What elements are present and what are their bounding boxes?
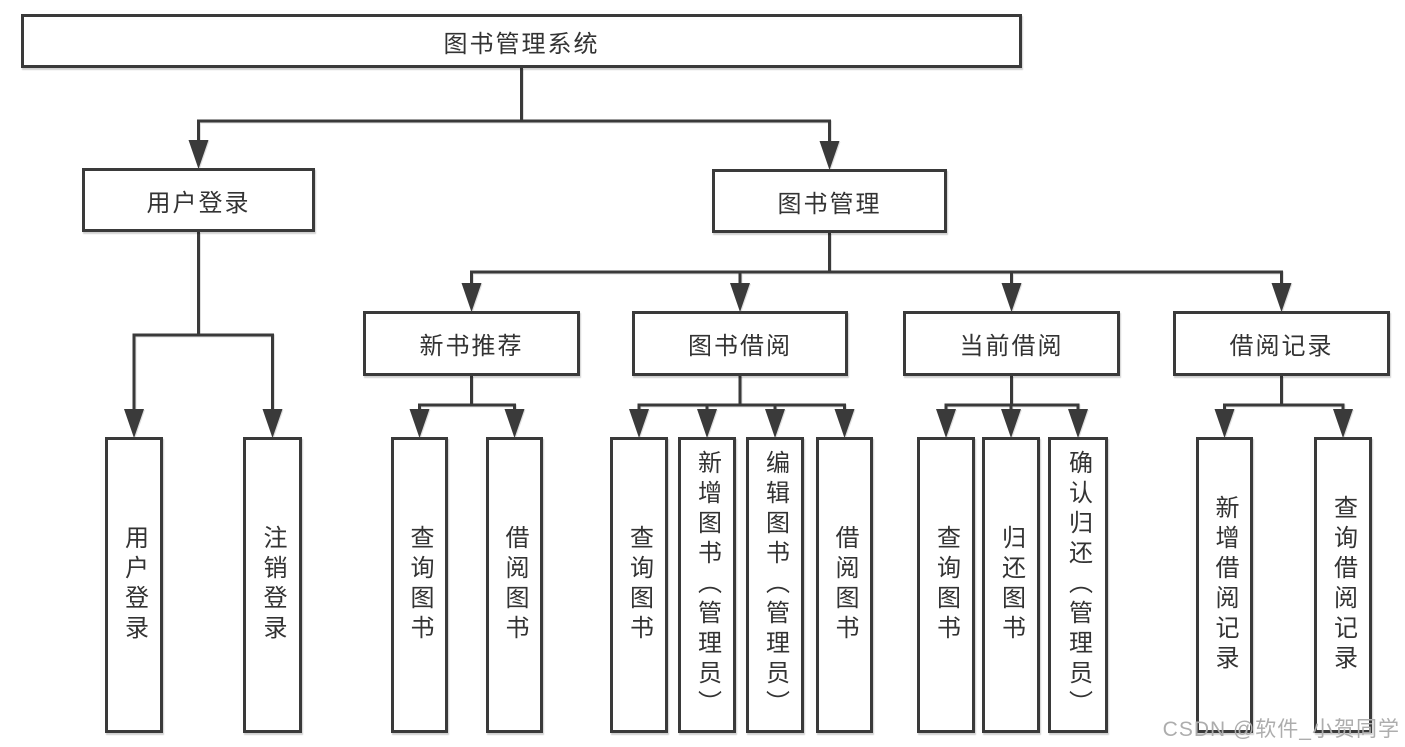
node-book-mgmt: 图书管理 xyxy=(712,169,947,233)
connector-edge xyxy=(1223,376,1283,413)
node-label: 借阅图书 xyxy=(831,525,858,645)
node-leaf-br-query: 查询借阅记录 xyxy=(1314,437,1372,733)
arrowhead-icon xyxy=(1333,409,1353,438)
arrowhead-icon xyxy=(1068,409,1088,438)
arrowhead-icon xyxy=(124,409,144,438)
node-leaf-cb-query: 查询图书 xyxy=(917,437,975,733)
arrowhead-icon xyxy=(834,409,855,438)
connector-edge xyxy=(1010,376,1080,413)
arrowhead-icon xyxy=(936,409,956,438)
node-root: 图书管理系统 xyxy=(21,14,1022,68)
connector-edge xyxy=(470,376,516,413)
arrowhead-icon xyxy=(504,409,525,438)
node-label: 图书借阅 xyxy=(688,333,792,360)
arrowhead-icon xyxy=(730,283,750,312)
connector-edge xyxy=(132,232,200,413)
node-leaf-bb-query: 查询图书 xyxy=(610,437,668,733)
node-leaf-nb-query: 查询图书 xyxy=(391,437,448,733)
node-new-books: 新书推荐 xyxy=(363,311,580,376)
arrowhead-icon xyxy=(1001,409,1021,438)
node-leaf-bb-add: 新增图书（管理员） xyxy=(678,437,736,733)
node-label: 用户登录 xyxy=(120,525,148,645)
node-label: 查询借阅记录 xyxy=(1329,495,1357,675)
node-leaf-logout: 注销登录 xyxy=(243,437,302,733)
connector-edge xyxy=(738,376,777,413)
node-label: 新增借阅记录 xyxy=(1211,495,1238,675)
node-label: 查询图书 xyxy=(406,525,433,645)
node-label: 编辑图书（管理员） xyxy=(761,450,789,720)
node-user-login: 用户登录 xyxy=(82,168,315,232)
node-label: 注销登录 xyxy=(259,525,286,645)
connector-edge xyxy=(1280,376,1345,413)
node-label: 确认归还（管理员） xyxy=(1064,450,1092,720)
node-label: 图书管理系统 xyxy=(443,30,600,58)
arrowhead-icon xyxy=(629,409,649,438)
connector-edge xyxy=(738,233,831,287)
connector-edge xyxy=(944,376,1013,413)
connector-edge xyxy=(520,68,831,145)
arrowhead-icon xyxy=(765,409,785,438)
connector-edge xyxy=(828,233,1013,287)
node-book-borrow: 图书借阅 xyxy=(632,311,848,376)
node-leaf-br-add: 新增借阅记录 xyxy=(1196,437,1253,733)
node-label: 当前借阅 xyxy=(959,333,1064,360)
arrowhead-icon xyxy=(1214,409,1235,438)
node-current-borrow: 当前借阅 xyxy=(903,311,1120,376)
node-label: 归还图书 xyxy=(997,525,1025,645)
node-label: 图书管理 xyxy=(777,190,882,218)
connector-edge xyxy=(418,376,473,413)
arrowhead-icon xyxy=(1001,283,1022,312)
node-leaf-nb-borrow: 借阅图书 xyxy=(486,437,543,733)
arrowhead-icon xyxy=(697,409,717,438)
arrowhead-icon xyxy=(188,140,209,169)
connector-edge xyxy=(705,376,742,413)
node-label: 查询图书 xyxy=(625,525,653,645)
node-leaf-login: 用户登录 xyxy=(105,437,163,733)
node-leaf-cb-return: 归还图书 xyxy=(982,437,1040,733)
connector-edge xyxy=(828,233,1283,287)
arrowhead-icon xyxy=(262,409,283,438)
node-borrow-records: 借阅记录 xyxy=(1173,311,1390,376)
node-label: 用户登录 xyxy=(146,189,251,217)
connector-edge xyxy=(738,376,846,413)
connector-edge xyxy=(637,376,742,413)
node-leaf-cb-confirm: 确认归还（管理员） xyxy=(1048,437,1108,733)
node-label: 借阅图书 xyxy=(501,525,528,645)
node-label: 查询图书 xyxy=(932,525,960,645)
node-label: 借阅记录 xyxy=(1229,333,1334,360)
arrowhead-icon xyxy=(819,141,840,170)
arrowhead-icon xyxy=(1271,283,1292,312)
node-label: 新增图书（管理员） xyxy=(693,450,721,720)
arrowhead-icon xyxy=(461,283,482,312)
connector-edge xyxy=(197,68,523,144)
connector-edge xyxy=(470,233,831,287)
connector-edge xyxy=(197,232,274,413)
node-leaf-bb-borrow: 借阅图书 xyxy=(816,437,873,733)
node-leaf-bb-edit: 编辑图书（管理员） xyxy=(746,437,804,733)
arrowhead-icon xyxy=(409,409,430,438)
node-label: 新书推荐 xyxy=(419,333,524,360)
